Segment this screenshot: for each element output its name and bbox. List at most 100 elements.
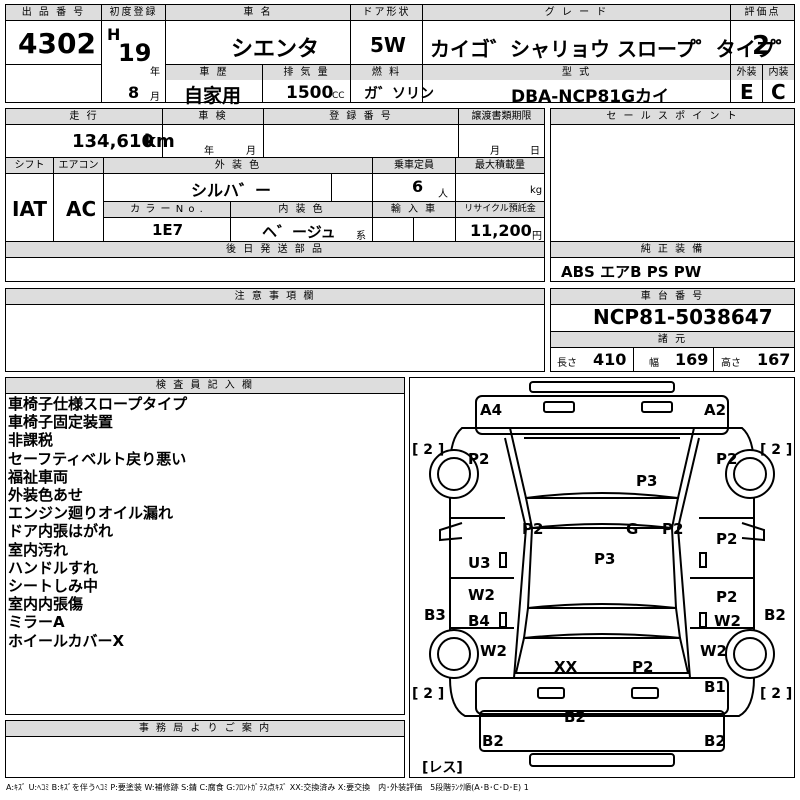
office-block: 事 務 局 よ り ご 案 内 xyxy=(5,720,405,778)
tire-count-front-left: [ 2 ] xyxy=(412,442,444,458)
mark-windshield: G xyxy=(626,520,638,538)
int-color-label: 内 装 色 xyxy=(231,202,372,218)
car-name-label: 車 名 xyxy=(166,5,350,21)
model-code-label: 型 式 xyxy=(423,65,730,80)
car-name: シエンタ xyxy=(231,37,320,62)
mark-fender-right: P2 xyxy=(716,450,737,468)
month-unit: 月 xyxy=(150,92,160,103)
length-label: 長さ xyxy=(557,358,577,369)
interior-label: 内装 xyxy=(763,65,794,80)
caution-label: 注 意 事 項 欄 xyxy=(6,289,544,305)
mark-front-door-left: U3 xyxy=(468,554,491,572)
chassis-label: 車 台 番 号 xyxy=(551,289,794,305)
aircon-label: エアコン xyxy=(54,158,103,174)
mark-quarter-right: W2 xyxy=(700,642,727,660)
sales-point-label: セ ー ル ス ポ イ ン ト xyxy=(551,109,794,125)
mileage-unit: km xyxy=(144,131,175,152)
interior-grade: C xyxy=(771,80,786,104)
spare-tire: [レス] xyxy=(422,760,463,776)
reg-no-label: 登 録 番 号 xyxy=(264,109,458,125)
capacity-unit: 人 xyxy=(438,189,448,200)
model-code: DBA-NCP81Gカイ xyxy=(511,87,670,107)
grade-label: グ レ ー ド xyxy=(423,5,730,21)
ext-color-label: 外 装 色 xyxy=(104,158,372,174)
aircon: AC xyxy=(66,197,97,221)
mark-quarter-left: W2 xyxy=(480,642,507,660)
mark-front-left: A4 xyxy=(480,401,502,419)
width: 169 xyxy=(675,350,709,369)
transfer-month-unit: 月 xyxy=(490,146,500,157)
insp-year-unit: 年 xyxy=(204,146,214,157)
mark-slide-door-right: P2 xyxy=(716,588,737,606)
mark-slide-door-left: W2 xyxy=(468,586,495,604)
caution-block: 注 意 事 項 欄 xyxy=(5,288,545,372)
tire-count-front-right: [ 2 ] xyxy=(760,442,792,458)
remark-item: 外装色あせ xyxy=(8,486,84,505)
sales-point-block: セ ー ル ス ポ イ ン ト 純 正 装 備 ABS エアB PS PW xyxy=(550,108,795,282)
genuine-label: 純 正 装 備 xyxy=(551,242,794,258)
mark-rear-bumper-right: B2 xyxy=(704,732,726,750)
length: 410 xyxy=(593,350,627,369)
genuine-equipment: ABS エアB PS PW xyxy=(561,263,702,281)
shift: IAT xyxy=(12,197,48,221)
remark-item: 車椅子固定装置 xyxy=(8,413,114,432)
remark-item: 室内汚れ xyxy=(8,540,69,559)
legend: A:ｷｽﾞ U:ﾍｺﾐ B:ｷｽﾞを伴うﾍｺﾐ P:要塗装 W:補修跡 S:錆 … xyxy=(6,783,529,792)
tire-count-rear-left: [ 2 ] xyxy=(412,686,444,702)
mark-rear-right: B1 xyxy=(704,678,726,696)
remark-item: 福祉車両 xyxy=(8,467,69,486)
mark-roof: P3 xyxy=(594,550,615,568)
mark-rear-door-left: B4 xyxy=(468,612,490,630)
mark-rear-bumper-left: B2 xyxy=(482,732,504,750)
inspector-block: 検 査 員 記 入 欄 xyxy=(5,377,405,715)
remark-item: エンジン廻りオイル漏れ xyxy=(8,504,174,523)
remark-item: シートしみ中 xyxy=(8,577,99,596)
displacement-unit: CC xyxy=(332,91,345,101)
remark-item: ホイールカバーX xyxy=(8,631,125,650)
load-unit: kg xyxy=(530,185,543,196)
transfer-label: 譲渡書類期限 xyxy=(459,109,544,125)
height-label: 高さ xyxy=(721,358,741,369)
year-unit: 年 xyxy=(150,67,160,78)
mileage: 134,610 xyxy=(72,131,154,152)
history-label: 車 歴 xyxy=(166,65,262,80)
inspector-label: 検 査 員 記 入 欄 xyxy=(6,378,404,394)
chassis-block: 車 台 番 号 NCP81-5038647 諸 元 長さ 410 幅 169 高… xyxy=(550,288,795,372)
mark-rear-glass: P2 xyxy=(632,658,653,676)
fuel: ガ゛ソリン xyxy=(364,86,434,102)
door-label: ドア形状 xyxy=(351,5,422,21)
mark-front-right: A2 xyxy=(704,401,726,419)
history: 自家用 xyxy=(184,85,242,107)
car-diagram: A4 A2 P2 P3 P2 P2 G P2 P2 U3 P3 W2 P2 B3… xyxy=(409,377,795,778)
mark-rear-bumper: B2 xyxy=(564,708,586,726)
width-label: 幅 xyxy=(649,358,659,369)
remark-item: セーフティベルト戻り悪い xyxy=(8,449,187,468)
exterior-grade: E xyxy=(740,80,754,104)
int-color: ヘ゛ージュ xyxy=(262,223,336,241)
recycle-amount: 11,200 xyxy=(470,221,532,240)
mileage-label: 走 行 xyxy=(6,109,162,125)
mark-hood: P3 xyxy=(636,472,657,490)
recycle-label: リサイクル預託金 xyxy=(456,202,544,218)
mark-pillar-left: P2 xyxy=(522,520,543,538)
reg-month: 8 xyxy=(128,83,140,102)
exterior-label: 外装 xyxy=(731,65,762,80)
remark-item: 車椅子仕様スロープタイプ xyxy=(8,395,188,413)
inspection-label: 車 検 xyxy=(163,109,263,125)
score: 2 xyxy=(752,31,771,61)
lot-number: 4302 xyxy=(18,27,96,60)
mark-rocker-right: B2 xyxy=(764,606,786,624)
capacity-label: 乗車定員 xyxy=(373,158,455,174)
shift-label: シフト xyxy=(6,158,53,174)
fuel-label: 燃 料 xyxy=(351,65,422,80)
color-no-label: カ ラ ー N o . xyxy=(104,202,230,218)
capacity: 6 xyxy=(412,177,424,196)
remarks-list: 車椅子仕様スロープタイプ 車椅子固定装置 非課税 セーフティベルト戻り悪い 福祉… xyxy=(8,395,187,650)
lot-no-label: 出 品 番 号 xyxy=(6,5,101,21)
max-load-label: 最大積載量 xyxy=(456,158,544,174)
score-label: 評価点 xyxy=(731,5,794,21)
remark-item: 室内内張傷 xyxy=(8,595,84,614)
import-label: 輸 入 車 xyxy=(373,202,455,218)
mark-front-door-right: P2 xyxy=(716,530,737,548)
mark-pillar-right: P2 xyxy=(662,520,683,538)
